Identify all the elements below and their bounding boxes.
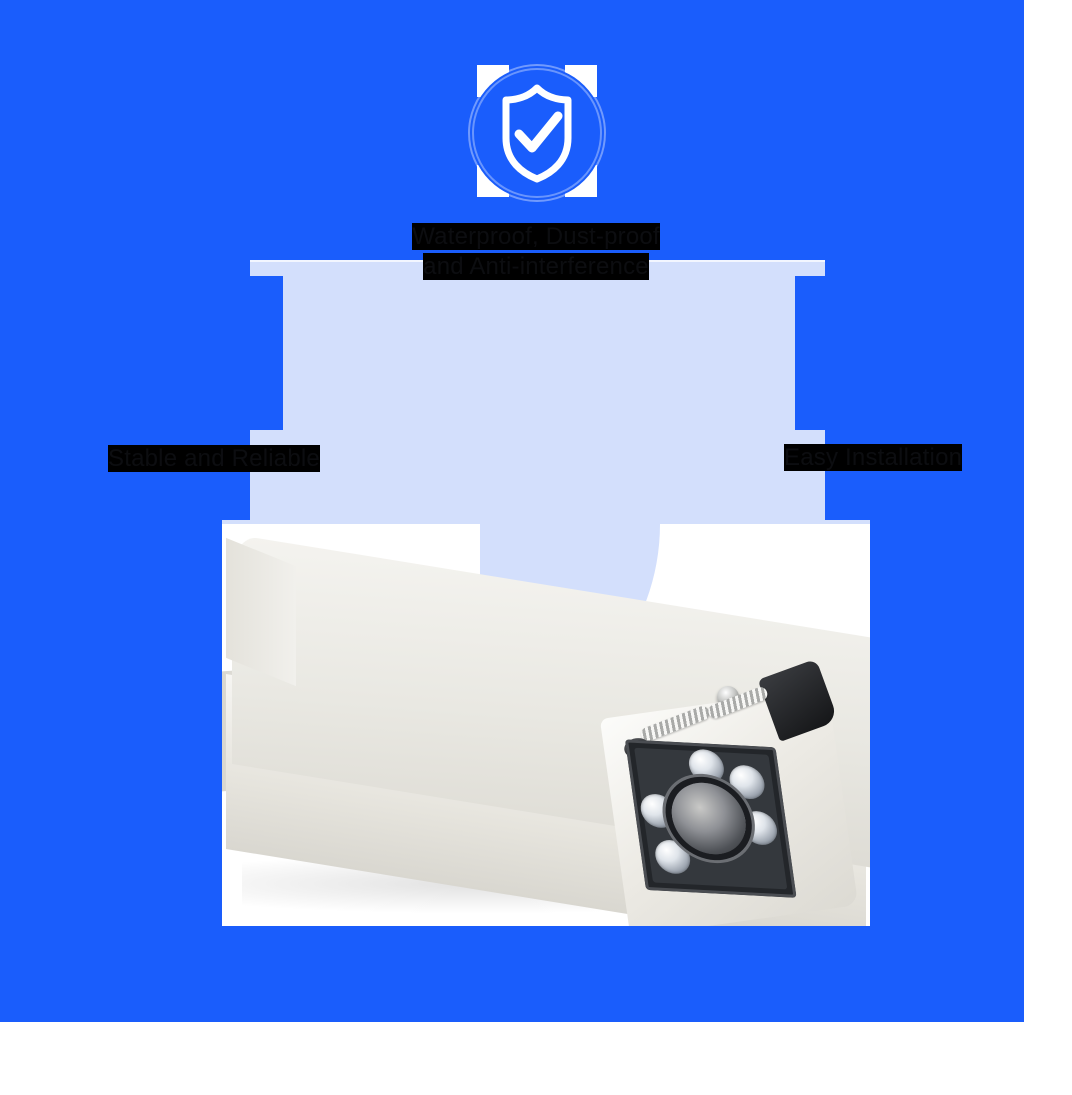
camera-head (599, 658, 859, 926)
feature-label-waterproof: Waterproof, Dust-proof and Anti-interfere… (396, 222, 676, 282)
product-image (222, 524, 870, 926)
feature-label-waterproof-line1: Waterproof, Dust-proof (412, 223, 660, 250)
shield-badge (470, 65, 604, 200)
lens-faceplate (624, 739, 797, 898)
feature-label-installation-text: Easy Installation (784, 444, 963, 471)
feature-label-stable: Stable and Reliable (108, 444, 448, 474)
panel-segment-bottom (250, 430, 825, 530)
feature-label-waterproof-line2: and Anti-interference (423, 253, 649, 280)
feature-label-installation: Easy Installation (784, 443, 1024, 473)
feature-banner: Waterproof, Dust-proof and Anti-interfere… (0, 0, 1024, 1022)
feature-label-stable-text: Stable and Reliable (108, 445, 320, 472)
shield-check-icon (472, 68, 602, 198)
